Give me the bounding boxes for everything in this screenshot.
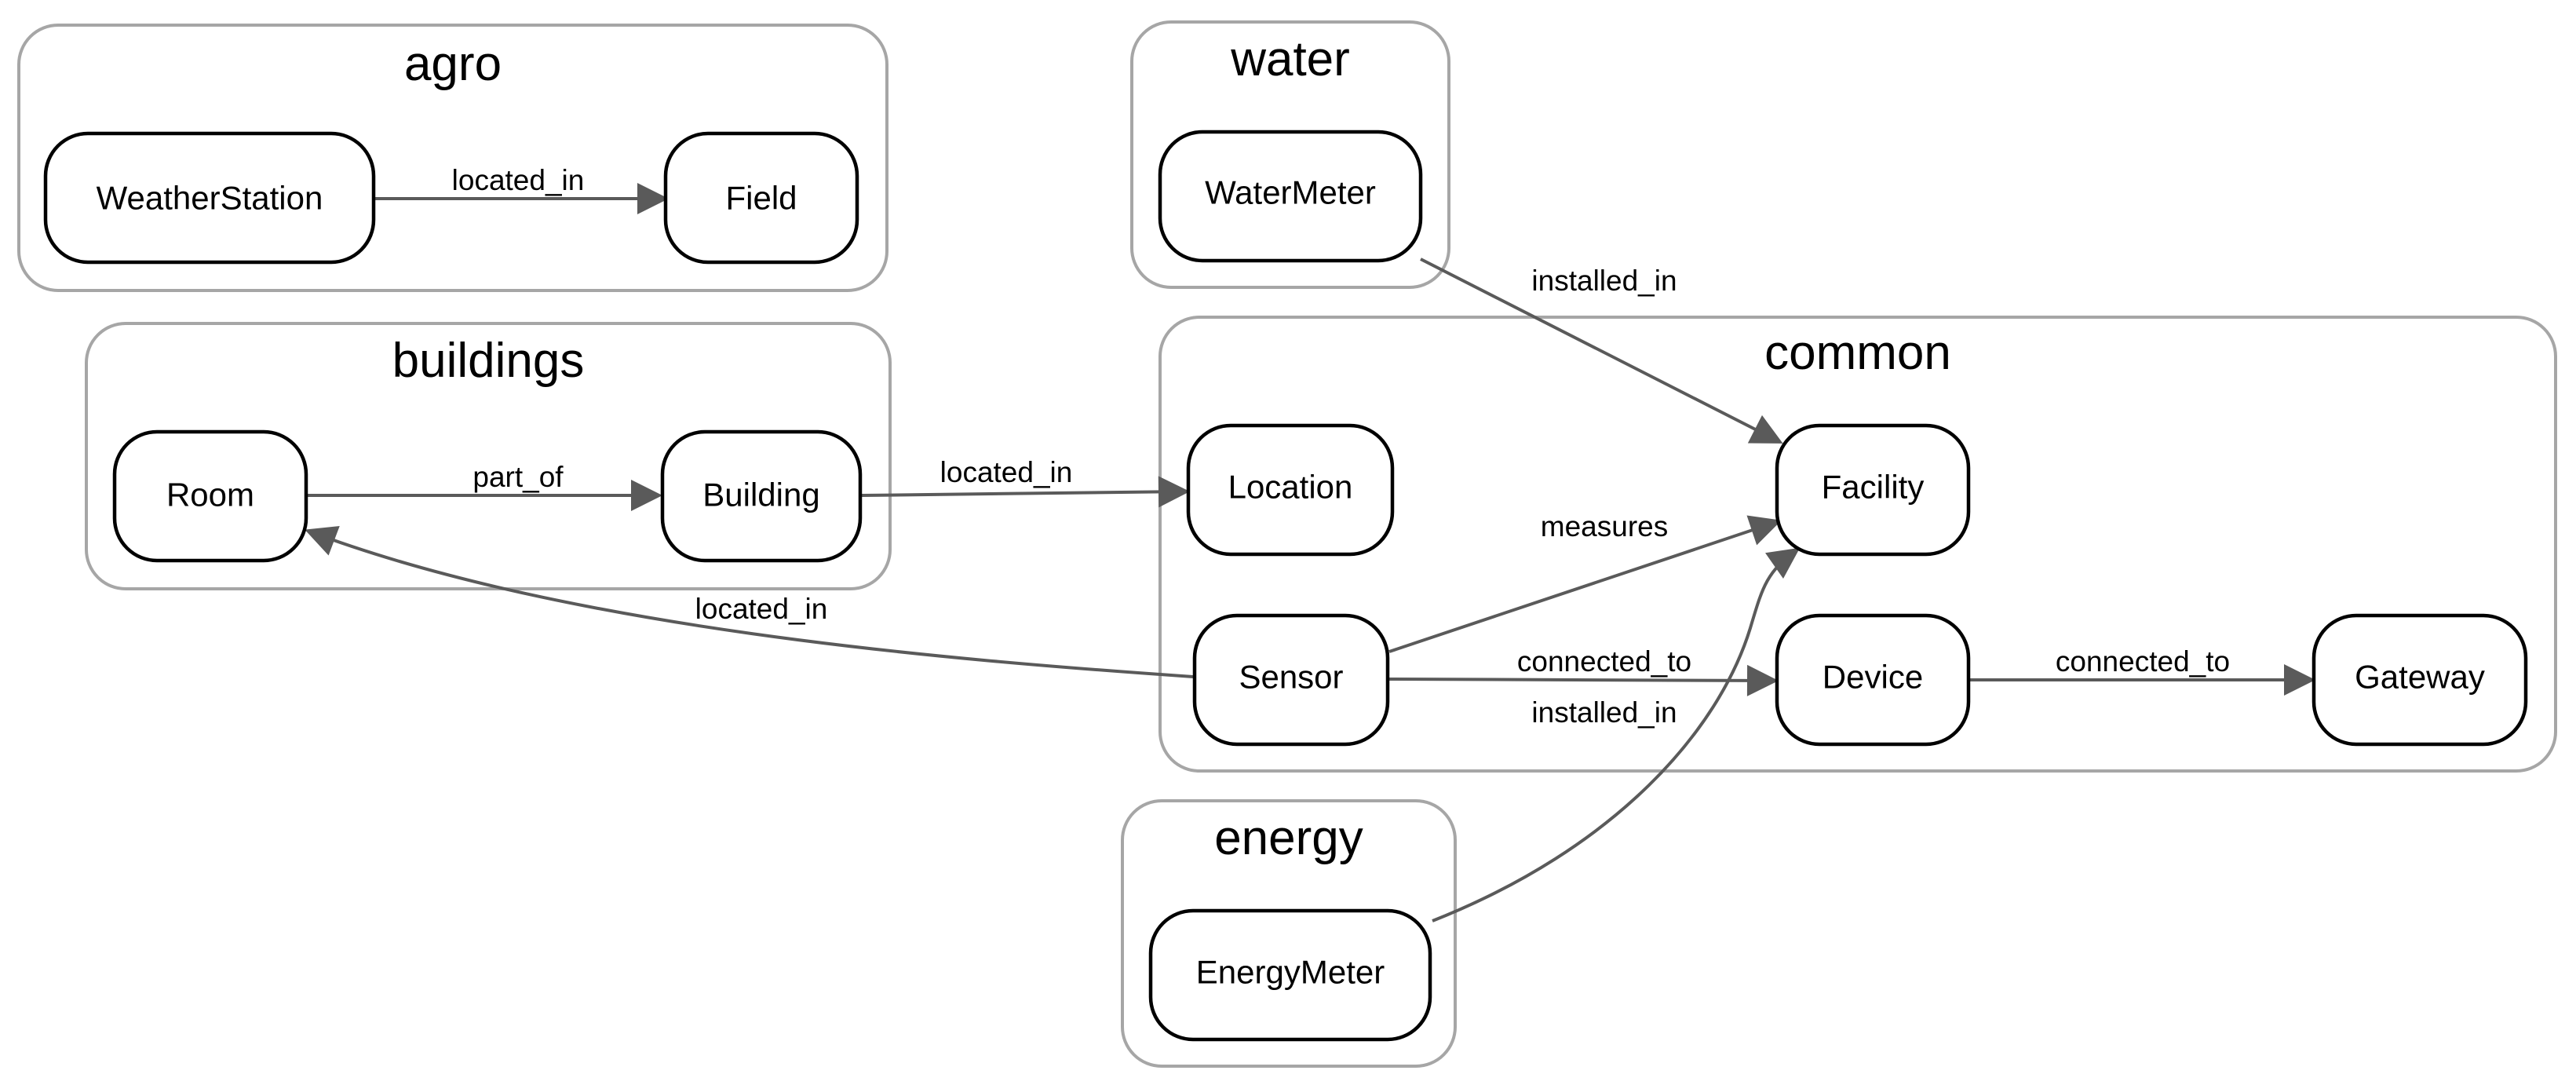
edge-sensor-device (1388, 664, 1779, 696)
edge-sensor-facility (1388, 515, 1782, 653)
edge-label-sensor-facility: measures (1541, 510, 1668, 542)
edge-label-building-location: located_in (940, 456, 1073, 488)
edge-energymeter-facility (1432, 547, 1801, 922)
node-label-device: Device (1823, 659, 1923, 696)
node-location[interactable]: Location (1186, 423, 1395, 557)
edge-label-device-gateway: connected_to (2056, 645, 2230, 678)
edge-building-location (861, 476, 1190, 508)
node-label-sensor: Sensor (1239, 659, 1343, 696)
node-energy-meter[interactable]: EnergyMeter (1148, 908, 1432, 1042)
node-room[interactable]: Room (112, 429, 308, 563)
node-label-water-meter: WaterMeter (1205, 174, 1376, 211)
node-label-room: Room (166, 477, 254, 513)
node-field[interactable]: Field (663, 131, 859, 265)
node-weather-station[interactable]: WeatherStation (43, 131, 376, 265)
edge-label-weatherstation-field: located_in (452, 164, 585, 196)
node-water-meter[interactable]: WaterMeter (1158, 130, 1423, 263)
node-label-location: Location (1228, 469, 1353, 506)
node-label-gateway: Gateway (2355, 659, 2485, 696)
cluster-title-energy: energy (1214, 811, 1363, 865)
node-label-building: Building (702, 477, 819, 513)
node-building[interactable]: Building (660, 429, 863, 563)
edge-label-energymeter-facility: installed_in (1531, 696, 1677, 729)
cluster-title-water: water (1230, 32, 1350, 86)
edge-watermeter-facility (1420, 258, 1783, 444)
edge-sensor-room (305, 526, 1194, 678)
edges: located_in installed_in part_of located_… (305, 164, 2315, 922)
edge-label-sensor-room: located_in (695, 593, 828, 625)
cluster-title-agro: agro (404, 37, 502, 91)
node-label-facility: Facility (1822, 469, 1925, 506)
cluster-title-common: common (1764, 326, 1951, 380)
node-sensor[interactable]: Sensor (1192, 613, 1390, 747)
cluster-title-buildings: buildings (392, 334, 585, 388)
node-label-weather-station: WeatherStation (97, 180, 323, 217)
node-facility[interactable]: Facility (1775, 423, 1971, 557)
node-label-field: Field (725, 180, 797, 217)
node-label-energy-meter: EnergyMeter (1196, 954, 1385, 991)
edge-label-watermeter-facility: installed_in (1531, 265, 1677, 297)
node-device[interactable]: Device (1775, 613, 1971, 747)
edge-label-sensor-device: connected_to (1517, 645, 1691, 678)
node-gateway[interactable]: Gateway (2311, 613, 2528, 747)
edge-label-room-building: part_of (473, 461, 564, 493)
